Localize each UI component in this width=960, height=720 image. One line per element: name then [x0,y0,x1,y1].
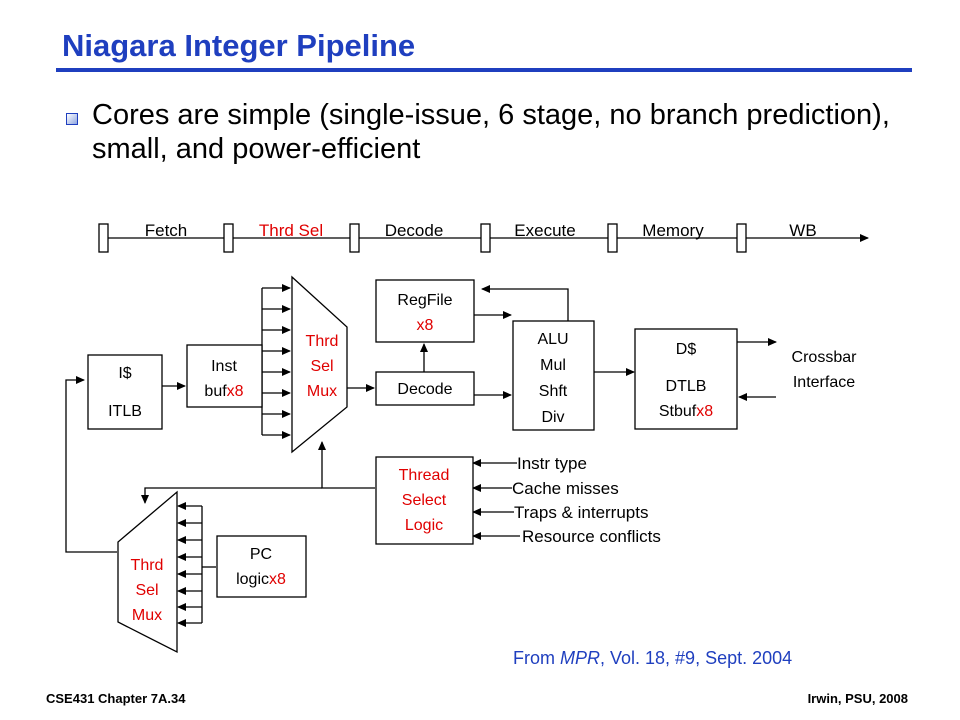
bottom-mux-label-line1: Thrd [131,557,164,574]
top-mux-label-line2: Sel [310,358,333,375]
pc-logic-block [216,535,307,598]
alu-writeback-arrow [481,285,569,321]
itlb-label: ITLB [108,403,142,420]
input-traps-interrupts: Traps & interrupts [514,503,648,522]
shft-label: Shft [539,383,568,400]
footer-course: CSE431 Chapter 7A.34 [46,691,186,706]
instbuf-label-line2: bufx8 [204,383,243,400]
top-thread-select-mux [291,275,348,454]
top-mux-label-line1: Thrd [306,333,339,350]
input-resource-conflicts: Resource conflicts [522,527,661,546]
pc-logic-label-line1: PC [250,546,272,563]
stbuf-label-plain: Stbuf [659,403,697,420]
pipeline-register-4 [480,223,491,253]
pipeline-register-5 [607,223,618,253]
bottom-thread-select-mux [117,490,178,654]
bullet-text: Cores are simple (single-issue, 6 stage,… [92,99,890,165]
mul-label: Mul [540,357,566,374]
bottom-mux-label-line2: Sel [135,582,158,599]
pipeline-register-3 [349,223,360,253]
decode-block [375,371,475,406]
decode-label: Decode [397,381,452,398]
citation-source: MPR [560,648,600,668]
source-citation: From MPR, Vol. 18, #9, Sept. 2004 [513,648,792,669]
thread-select-logic-block [375,456,474,545]
pc-mux-to-icache-arrow [65,376,117,553]
instbuf-label-count: x8 [227,383,244,400]
top-mux-label-line3: Mux [307,383,337,400]
pc-logic-label-count: x8 [269,571,286,588]
stage-label-execute: Execute [514,221,575,240]
pc-logic-label-plain: logic [236,571,269,588]
title-underline [56,68,912,72]
input-cache-misses: Cache misses [512,479,619,498]
bottom-mux-label-line3: Mux [132,607,162,624]
icache-block [87,354,163,430]
pipeline-register-2 [223,223,234,253]
slide-title: Niagara Integer Pipeline [62,28,416,63]
dcache-block [634,328,738,430]
crossbar-label-line2: Interface [793,374,855,391]
instbuf-label-plain: buf [204,383,227,400]
stbuf-label: Stbufx8 [659,403,713,420]
instbuf-block [186,344,263,408]
bullet-square-icon [66,113,78,125]
citation-suffix: , Vol. 18, #9, Sept. 2004 [600,648,793,668]
div-label: Div [541,409,564,426]
pc-logic-label-line2: logicx8 [236,571,286,588]
instbuf-label-line1: Inst [211,358,237,375]
pipeline-register-1 [98,223,109,253]
stbuf-label-count: x8 [696,403,713,420]
crossbar-label-line1: Crossbar [792,349,858,366]
regfile-block [375,279,475,343]
stage-label-wb: WB [789,221,816,240]
alu-label: ALU [537,331,568,348]
pipeline-register-6 [736,223,747,253]
input-instr-type: Instr type [517,454,587,473]
thread-logic-label-line3: Logic [405,517,443,534]
dcache-label: D$ [676,341,697,358]
thread-logic-to-top-mux-arrow [318,441,375,489]
alu-block [512,320,595,431]
regfile-label: RegFile [397,292,452,309]
stage-label-memory: Memory [642,221,704,240]
stage-label-decode: Decode [385,221,444,240]
icache-label: I$ [118,365,131,382]
stage-label-thrd-sel: Thrd Sel [259,221,323,240]
stage-label-fetch: Fetch [145,221,188,240]
regfile-count-label: x8 [417,317,434,334]
footer-credit: Irwin, PSU, 2008 [807,691,908,706]
thread-logic-label-line2: Select [402,492,447,509]
thread-logic-label-line1: Thread [399,467,450,484]
citation-prefix: From [513,648,560,668]
thread-logic-to-bottom-mux-arrow [141,487,322,504]
stage-bar [98,223,869,253]
dtlb-label: DTLB [666,378,707,395]
